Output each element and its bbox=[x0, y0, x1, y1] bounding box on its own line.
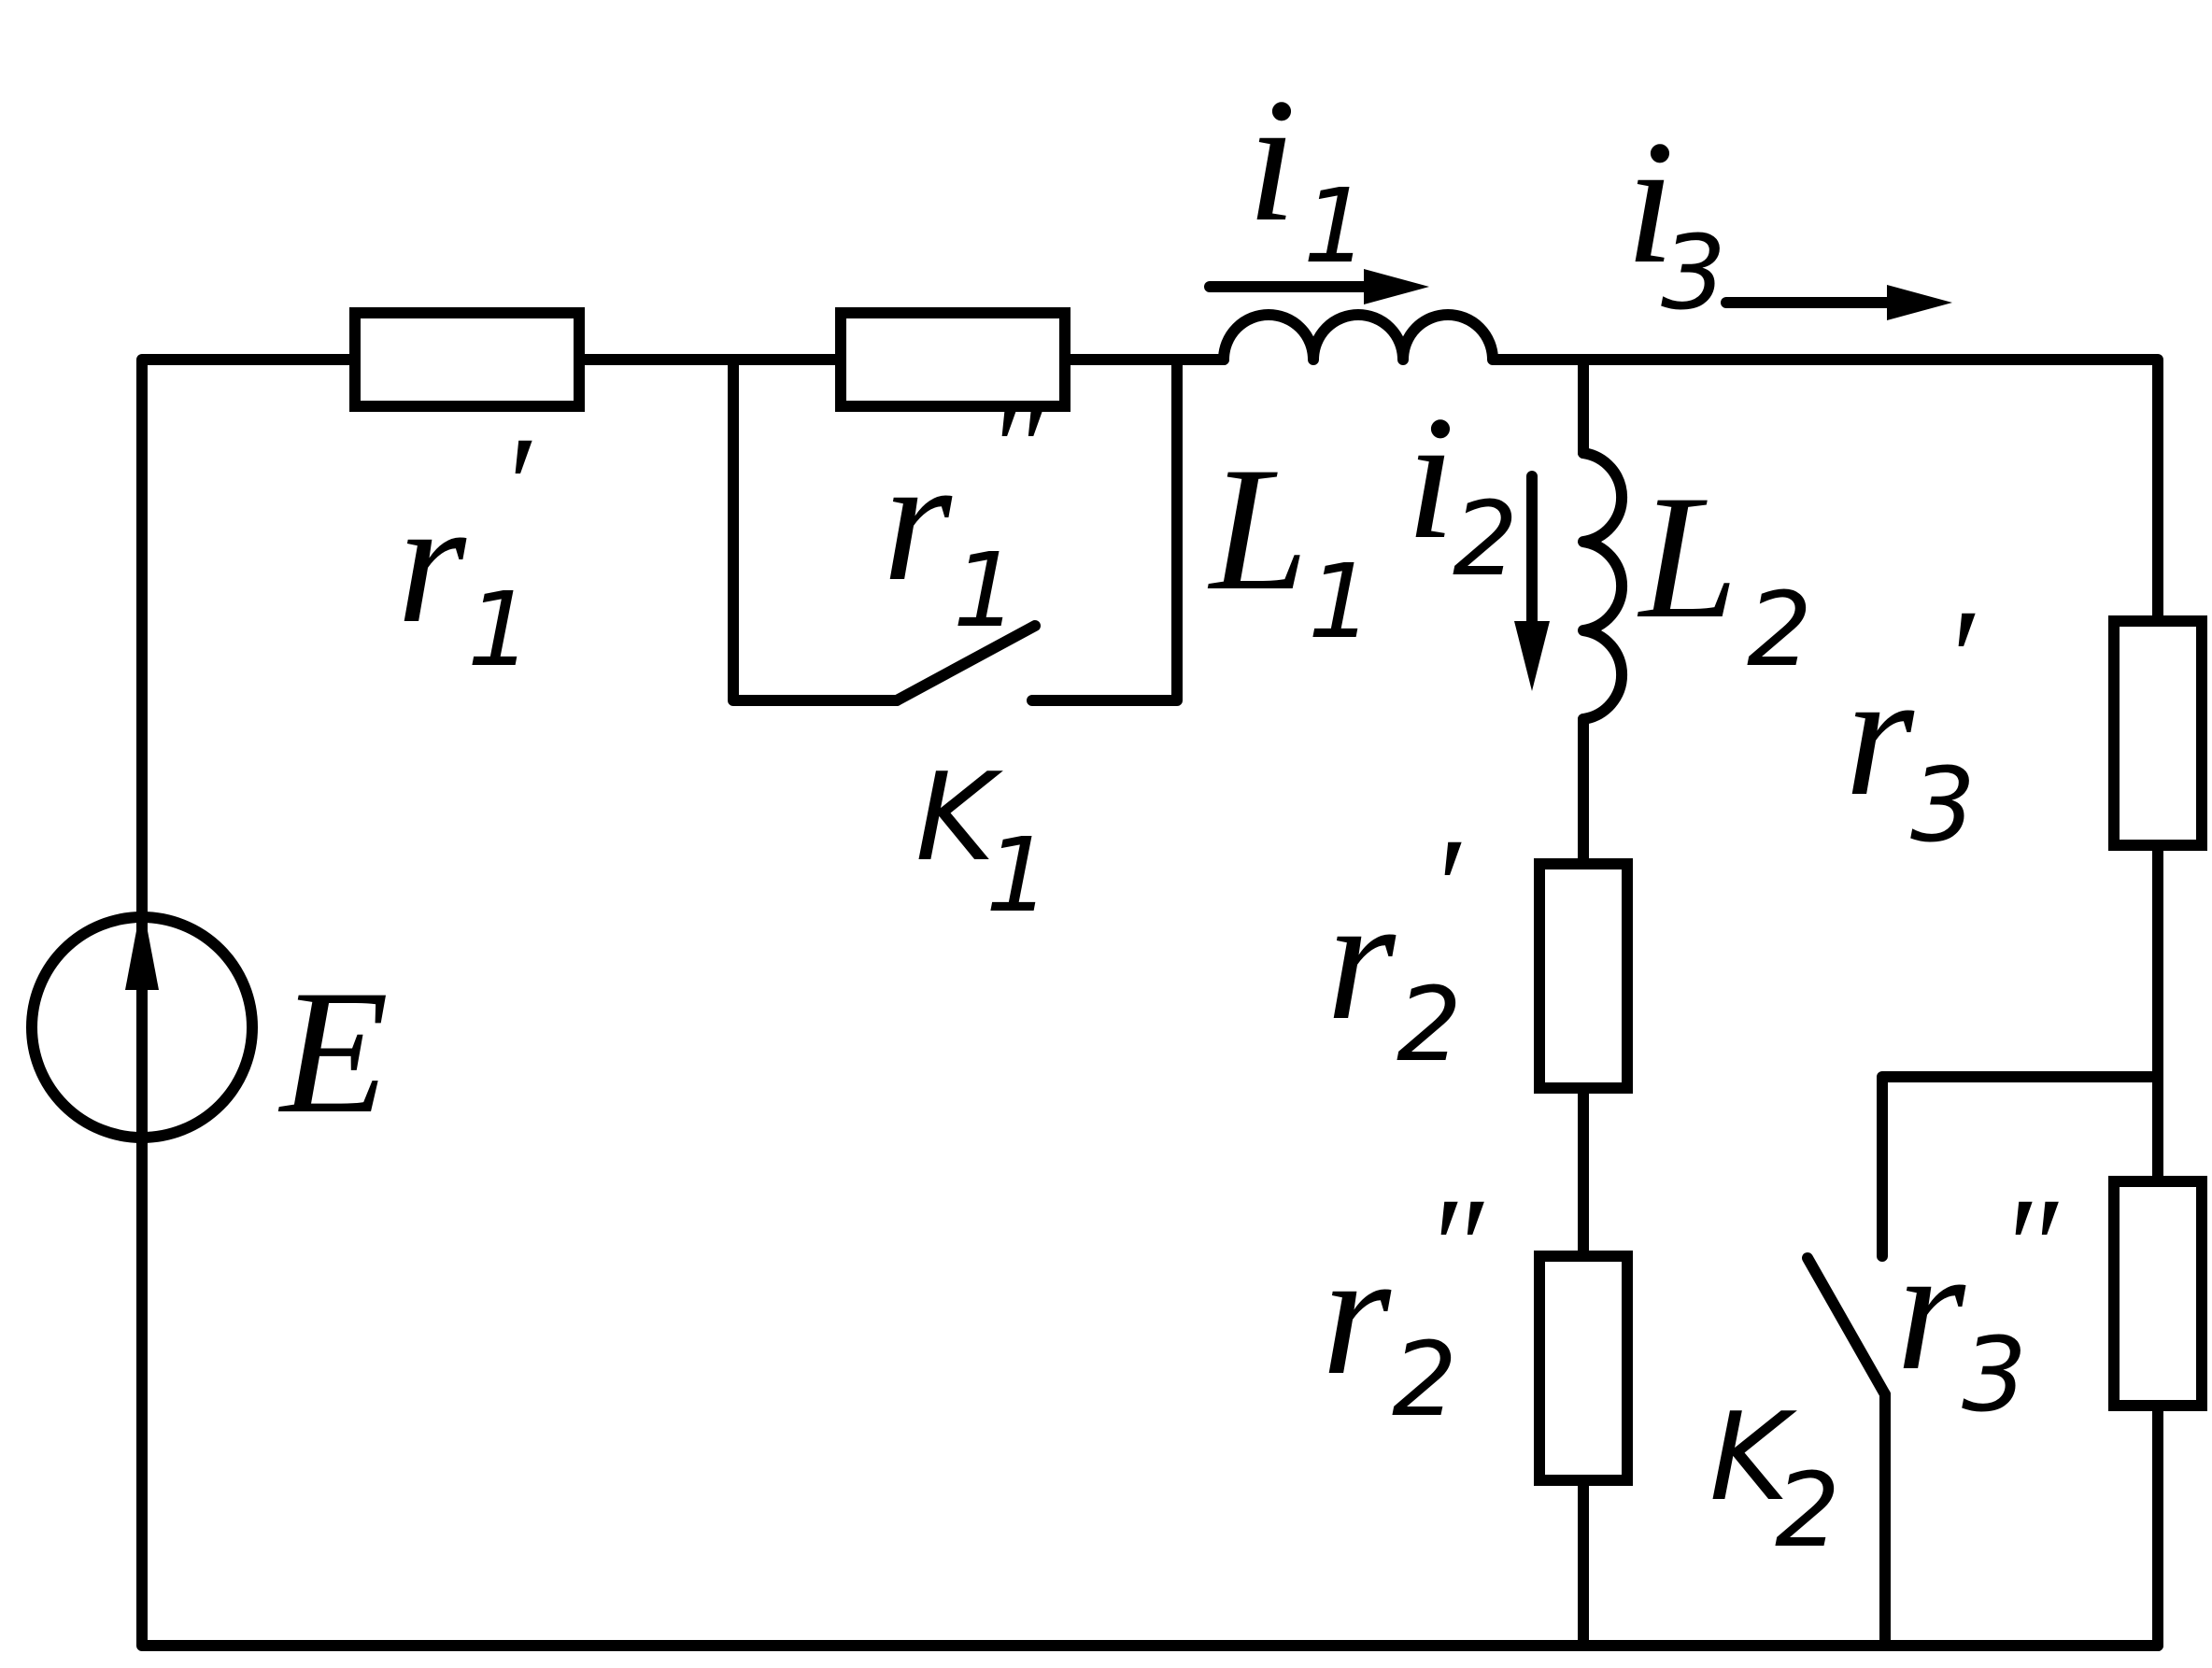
label-i1-sub: 1 bbox=[1303, 166, 1368, 286]
bottom-wire bbox=[136, 1124, 2163, 1651]
resistor-r2-prime bbox=[1534, 858, 1633, 1094]
label-r2-double-prime-mark: ″ bbox=[1425, 1169, 1484, 1324]
label-i1: i bbox=[1247, 63, 1297, 259]
top-wire-left bbox=[136, 354, 361, 945]
label-K1: K bbox=[915, 746, 1003, 888]
resistor-r1-double-prime bbox=[835, 307, 1071, 412]
label-r1-prime: r bbox=[397, 464, 467, 660]
label-r1-prime-sub: 1 bbox=[467, 570, 532, 689]
arrow-right-icon bbox=[1887, 285, 1952, 320]
label-r1-double-prime-sub: 1 bbox=[953, 530, 1018, 650]
label-r1-prime-mark: ′ bbox=[500, 408, 532, 563]
label-r2-prime: r bbox=[1326, 861, 1397, 1057]
label-r2-prime-mark: ′ bbox=[1429, 810, 1462, 965]
resistor-r3-double-prime bbox=[2108, 1176, 2207, 1411]
label-r3-double-prime-mark: ″ bbox=[1999, 1169, 2059, 1324]
inductor-L1 bbox=[1218, 309, 1498, 365]
top-wire-right bbox=[1489, 354, 2163, 627]
arrow-down-icon bbox=[1514, 621, 1550, 691]
label-r3-prime-sub: 3 bbox=[1910, 745, 1976, 865]
label-i3-sub: 3 bbox=[1661, 213, 1726, 332]
label-L1-sub: 1 bbox=[1308, 542, 1373, 661]
label-K1-sub: 1 bbox=[985, 815, 1051, 935]
label-K2-sub: 2 bbox=[1775, 1450, 1840, 1570]
label-K2: K bbox=[1709, 1386, 1797, 1528]
label-L1: L bbox=[1207, 431, 1309, 628]
k1-blade bbox=[891, 620, 1041, 706]
wires bbox=[136, 354, 2163, 1651]
voltage-source-E bbox=[26, 901, 258, 1143]
label-i2: i bbox=[1406, 380, 1455, 576]
k2-blade bbox=[1802, 1252, 1891, 1400]
k1-bypass-right bbox=[1027, 354, 1183, 706]
label-L2-sub: 2 bbox=[1747, 570, 1812, 689]
resistor-r3-prime bbox=[2108, 615, 2207, 851]
k1-bypass-left bbox=[728, 354, 902, 706]
label-r2-double-prime: r bbox=[1322, 1216, 1392, 1412]
label-r1-double-prime: r bbox=[883, 422, 953, 618]
label-E: E bbox=[277, 954, 389, 1151]
current-arrow-i2 bbox=[1514, 471, 1550, 691]
label-i3: i bbox=[1625, 105, 1675, 301]
label-i2-sub: 2 bbox=[1453, 479, 1518, 599]
current-arrow-i1 bbox=[1204, 269, 1429, 304]
label-r2-double-prime-sub: 2 bbox=[1392, 1320, 1457, 1439]
label-r3-double-prime-sub: 3 bbox=[1962, 1315, 2027, 1435]
arrow-right-icon bbox=[1364, 269, 1429, 304]
label-r2-prime-sub: 2 bbox=[1397, 965, 1462, 1084]
inductor-L2 bbox=[1578, 447, 1628, 725]
label-L2: L bbox=[1637, 459, 1738, 656]
current-arrow-i3 bbox=[1721, 285, 1952, 320]
k2-loop-top bbox=[1877, 1071, 2163, 1262]
label-r3-prime-mark: ′ bbox=[1943, 581, 1976, 736]
resistor-r2-double-prime bbox=[1534, 1251, 1633, 1486]
label-r1-double-prime-mark: ″ bbox=[985, 371, 1045, 526]
resistor-r1-prime bbox=[349, 307, 585, 412]
source-arrow-icon bbox=[125, 901, 159, 990]
label-r3-double-prime: r bbox=[1896, 1211, 1966, 1407]
label-r3-prime: r bbox=[1845, 637, 1915, 833]
